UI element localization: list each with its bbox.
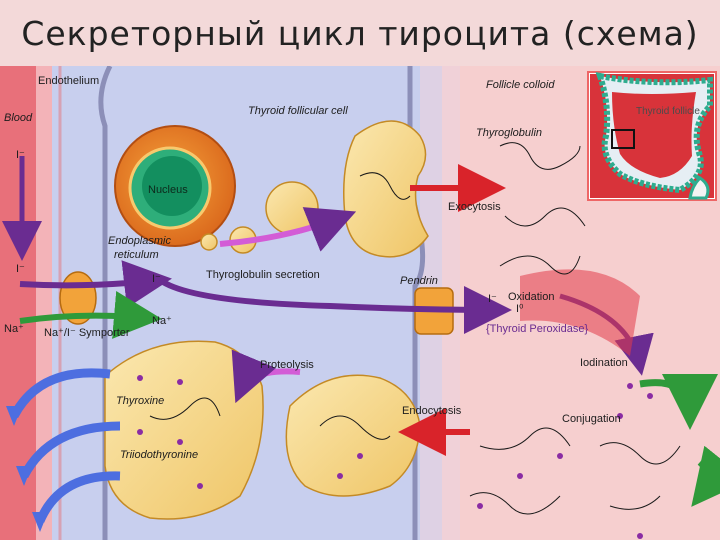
endoplasmic-label-1: Endoplasmic xyxy=(108,235,171,247)
iodide-label-1: I⁻ xyxy=(16,149,25,161)
basal-membrane xyxy=(98,66,113,540)
conjugation-arrow-1 xyxy=(639,373,718,430)
slide-title: Секреторный цикл тироцита (схема) xyxy=(21,13,699,53)
thyroglobulin-secretion-label: Thyroglobulin secretion xyxy=(206,269,320,281)
thyroglobulin-secretion-arrow xyxy=(219,207,357,252)
proteolysis-vesicle xyxy=(104,340,264,520)
conjugation-label: Conjugation xyxy=(562,413,621,425)
endocytosis-label: Endocytosis xyxy=(402,405,462,417)
thyroid-follicle-inset: Thyroid follicle xyxy=(587,71,717,201)
nucleus-organelle: Nucleus xyxy=(114,125,236,247)
iodide-transport-arrow xyxy=(158,277,512,334)
follicle-colloid-label: Follicle colloid xyxy=(486,79,555,91)
iodide-uptake-arrow xyxy=(19,260,172,308)
proteolysis-arrow xyxy=(231,349,301,404)
thyroxine-label: Thyroxine xyxy=(116,395,164,407)
thyroglobulin-label: Thyroglobulin xyxy=(476,127,542,139)
slide-title-bar: Секреторный цикл тироцита (схема) xyxy=(0,0,720,66)
iodination-label: Iodination xyxy=(580,357,628,369)
iodine-label: I⁰ xyxy=(516,303,524,315)
endoplasmic-label-2: reticulum xyxy=(114,249,159,261)
nucleus-label: Nucleus xyxy=(148,184,188,196)
proteolysis-label: Proteolysis xyxy=(260,359,314,371)
blood-label: Blood xyxy=(4,112,33,124)
iodide-label-2: I⁻ xyxy=(16,263,25,275)
thyroid-secretory-diagram: Thyroid follicle Nucleus xyxy=(0,66,720,540)
endocytosis-vesicle xyxy=(285,374,421,497)
pendrin-label: Pendrin xyxy=(400,275,438,287)
iodide-label-4: I⁻ xyxy=(488,293,497,305)
oxidation-label: Oxidation xyxy=(508,291,554,303)
endothelium-region xyxy=(36,66,52,540)
thyroid-follicular-cell-label: Thyroid follicular cell xyxy=(248,105,348,117)
sodium-label-right: Na⁺ xyxy=(152,315,172,327)
exocytosis-label: Exocytosis xyxy=(448,201,501,213)
thyroglobulin-molecules xyxy=(149,142,681,515)
triiodothyronine-label: Triiodothyronine xyxy=(120,449,198,461)
conjugation-arrow-2 xyxy=(691,445,720,507)
iodide-label-3: I⁻ xyxy=(152,273,161,285)
symporter-label: Na⁺/I⁻ Symporter xyxy=(44,327,130,339)
sodium-arrow xyxy=(19,291,162,339)
sodium-label-left: Na⁺ xyxy=(4,323,24,335)
hormone-release-arrows xyxy=(6,368,121,532)
thyroid-peroxidase-label: {Thyroid Peroxidase} xyxy=(486,323,588,335)
thyroid-follicle-label: Thyroid follicle xyxy=(636,106,700,117)
endothelium-label: Endothelium xyxy=(38,75,99,87)
iodine-atoms xyxy=(137,375,653,539)
